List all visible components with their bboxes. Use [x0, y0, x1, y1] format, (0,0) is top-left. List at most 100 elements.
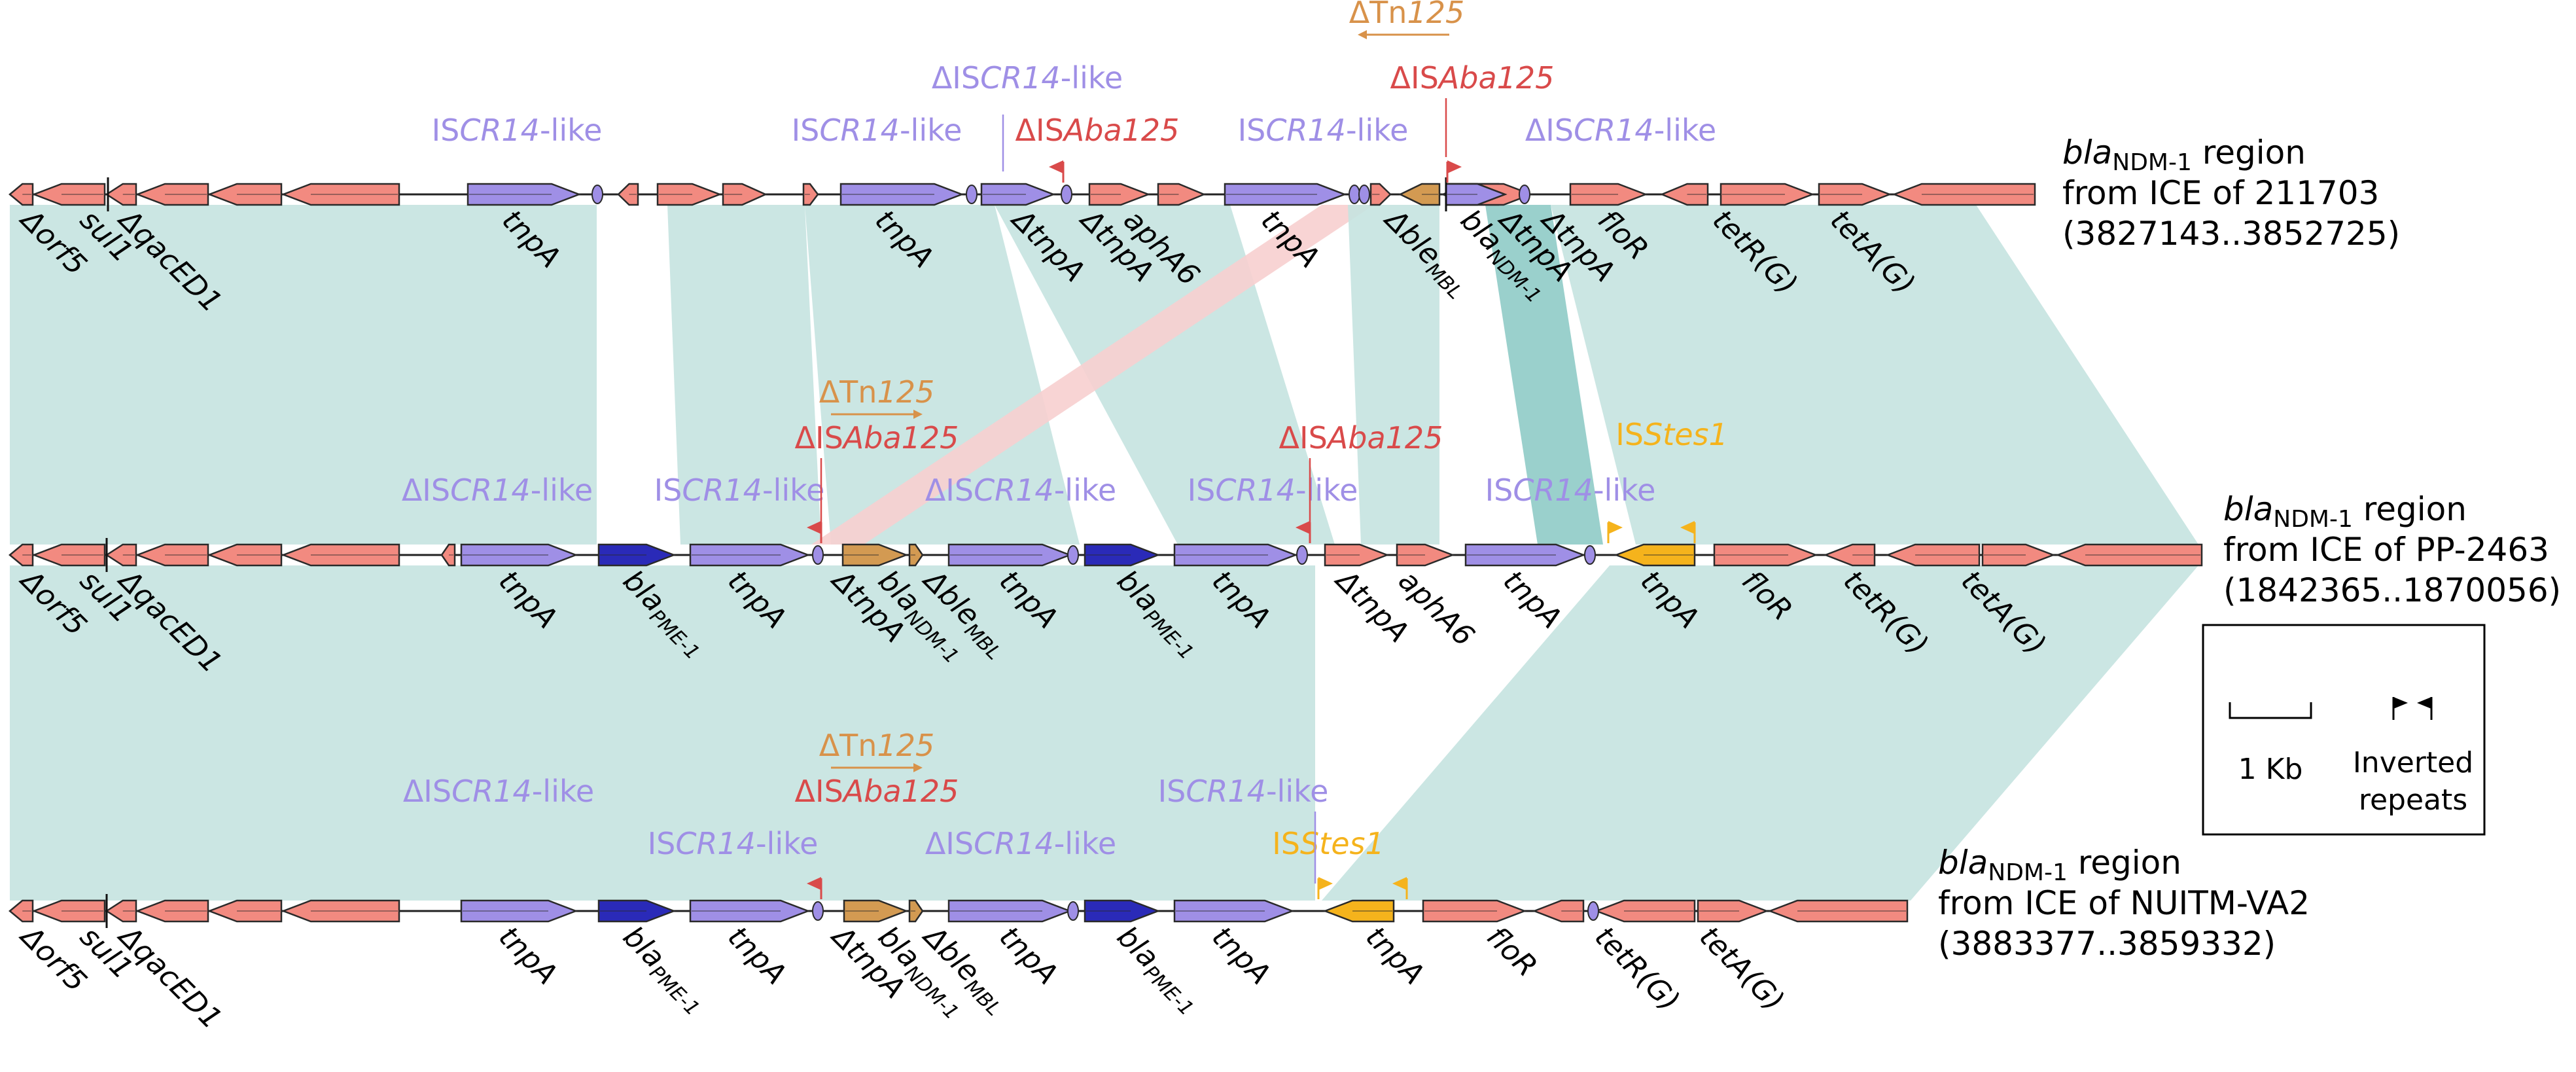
gene-arrow-t1-17	[1398, 183, 1441, 206]
element-label-t3-5-suffix: -like	[1266, 774, 1328, 809]
gene-arrow-t1-0	[9, 183, 34, 206]
ir-flag-icon-t1-1	[1447, 160, 1462, 173]
gene-label-t3-0: Δorf5	[13, 919, 93, 999]
ir-flag-icon-right	[2393, 697, 2408, 709]
ir-flag-icon-t1-0	[1049, 160, 1063, 173]
element-label-t2-3-prefix: IS	[654, 473, 682, 508]
track-coordinates-1: (3827143..3852725)	[2062, 215, 2400, 253]
gene-label-t2-13-text: aphA6	[1392, 564, 1481, 653]
element-label-t2-1-italic: Aba125	[841, 420, 959, 456]
element-label-t2-2: ΔISCR14-like	[402, 473, 593, 508]
ir-flag-icon-t3-0	[807, 877, 821, 890]
gene-label-t3-14: tetR(G)	[1588, 920, 1686, 1018]
gene-label-t3-3: tnpA	[492, 920, 563, 992]
element-label-t2-3: ISCR14-like	[654, 473, 825, 508]
legend-ir-line1: Inverted	[2353, 746, 2473, 779]
gene-label-t3-13-text: floR	[1480, 920, 1544, 984]
element-label-t2-4-prefix: ΔIS	[925, 473, 974, 508]
element-label-t1-1-italic: CR14	[819, 113, 900, 148]
element-label-t1-0-italic: CR14	[459, 113, 540, 148]
gene-label-t3-0-text: Δorf5	[13, 919, 93, 999]
element-label-t1-0-suffix: -like	[540, 113, 602, 148]
element-label-t1-7: ΔISCR14-like	[1525, 113, 1716, 148]
element-label-t3-0-arrow-head	[913, 763, 923, 772]
gene-label-t3-12: tnpA	[1359, 920, 1430, 992]
element-label-t1-5-arrow-head	[1358, 30, 1367, 39]
gene-arrow-t3-0	[9, 899, 34, 923]
gene-label-t3-11-text: tnpA	[1205, 920, 1277, 992]
element-label-t2-7-italic: Stes1	[1644, 417, 1728, 452]
homology-layer	[10, 205, 2198, 901]
gene-label-t2-12: ΔtnpA	[1328, 563, 1415, 649]
element-label-t3-6-italic: Stes1	[1300, 826, 1385, 861]
element-label-t3-4-prefix: ΔIS	[925, 826, 974, 861]
element-label-t1-5-prefix: ΔTn	[1349, 0, 1407, 30]
homology-band-1-2-0	[10, 205, 597, 545]
gene-arrow-t1-10	[802, 183, 819, 206]
legend-ir-line2: repeats	[2359, 783, 2467, 817]
gene-label-t3-5: tnpA	[721, 920, 792, 992]
element-label-t1-4-suffix: -like	[1346, 113, 1408, 148]
element-label-t1-1-prefix: IS	[792, 113, 820, 148]
is-end-marker-t1-1	[966, 185, 978, 204]
element-label-t2-3-italic: CR14	[682, 473, 762, 508]
element-label-t3-5-italic: CR14	[1186, 774, 1266, 809]
element-label-t2-5-prefix: ΔIS	[1279, 420, 1328, 456]
gene-arrow-t3-16	[1532, 899, 1585, 923]
element-label-t1-7-italic: CR14	[1574, 113, 1654, 148]
gene-label-t3-11: tnpA	[1205, 920, 1277, 992]
element-label-t1-4-italic: CR14	[1265, 113, 1346, 148]
is-end-marker-t1-2	[1061, 185, 1072, 204]
element-label-t2-4: ΔISCR14-like	[925, 473, 1116, 508]
element-label-t1-4-prefix: IS	[1238, 113, 1266, 148]
element-label-t3-0: ΔTn125	[819, 728, 935, 763]
element-label-t3-4: ΔISCR14-like	[925, 826, 1116, 861]
track-coordinates-2: (1842365..1870056)	[2223, 571, 2561, 609]
element-label-t1-7-suffix: -like	[1654, 113, 1716, 148]
gene-label-t3-14-text: tetR(G)	[1588, 920, 1686, 1018]
track-title-2-subscript: NDM-1	[2273, 506, 2353, 533]
is-end-marker-t2-2	[1296, 545, 1308, 565]
track-title-3-italic: bla	[1938, 844, 1988, 882]
element-label-t3-3-italic: CR14	[675, 826, 756, 861]
element-label-t3-5-prefix: IS	[1158, 774, 1186, 809]
track-title-1-italic: bla	[2062, 134, 2112, 171]
is-end-marker-t2-1	[1067, 545, 1079, 565]
track-title-2-italic: bla	[2223, 490, 2273, 528]
homology-band-1-2-4	[811, 205, 1374, 545]
track-title-1-tail: region	[2192, 134, 2306, 171]
element-label-t2-8-italic: CR14	[1513, 473, 1593, 508]
element-label-t2-6-italic: CR14	[1215, 473, 1296, 508]
is-end-marker-t3-0	[812, 901, 824, 921]
track-title-3: blaNDM-1 region	[1938, 844, 2181, 886]
gene-arrow-t1-14	[1157, 183, 1207, 206]
element-label-t2-5-italic: Aba125	[1326, 420, 1443, 456]
element-label-t2-8-prefix: IS	[1485, 473, 1513, 508]
element-label-t1-6: ΔISAba125	[1390, 60, 1555, 96]
tracks-layer	[9, 160, 2203, 928]
element-label-t1-6-prefix: ΔIS	[1390, 60, 1439, 96]
element-label-t1-3-italic: Aba125	[1062, 113, 1180, 148]
element-label-t3-0-prefix: ΔTn	[819, 728, 877, 763]
element-label-t2-0-prefix: ΔTn	[819, 374, 877, 410]
element-label-t3-2-suffix: -like	[532, 774, 594, 809]
gene-arrow-t2-0	[9, 543, 34, 567]
legend-box	[2202, 624, 2486, 836]
element-label-t2-1: ΔISAba125	[795, 420, 959, 456]
element-label-t1-4: ISCR14-like	[1238, 113, 1409, 148]
element-label-t2-3-suffix: -like	[762, 473, 824, 508]
track-title-3-subscript: NDM-1	[1988, 859, 2068, 886]
is-end-marker-t1-3	[1349, 185, 1360, 204]
gene-label-t3-15: tetA(G)	[1693, 920, 1790, 1018]
element-label-t2-6-suffix: -like	[1296, 473, 1358, 508]
element-label-t2-8-suffix: -like	[1593, 473, 1655, 508]
gene-label-t3-12-text: tnpA	[1359, 920, 1430, 992]
element-label-t2-6: ISCR14-like	[1188, 473, 1358, 508]
ir-flag-icon-t2-0	[807, 521, 821, 534]
element-label-t2-6-prefix: IS	[1188, 473, 1216, 508]
homology-band-1-2-5	[1348, 205, 1439, 545]
gene-label-t3-5-text: tnpA	[721, 920, 792, 992]
element-label-t2-0-italic: 125	[877, 374, 934, 410]
track-title-1: blaNDM-1 region	[2062, 134, 2306, 176]
